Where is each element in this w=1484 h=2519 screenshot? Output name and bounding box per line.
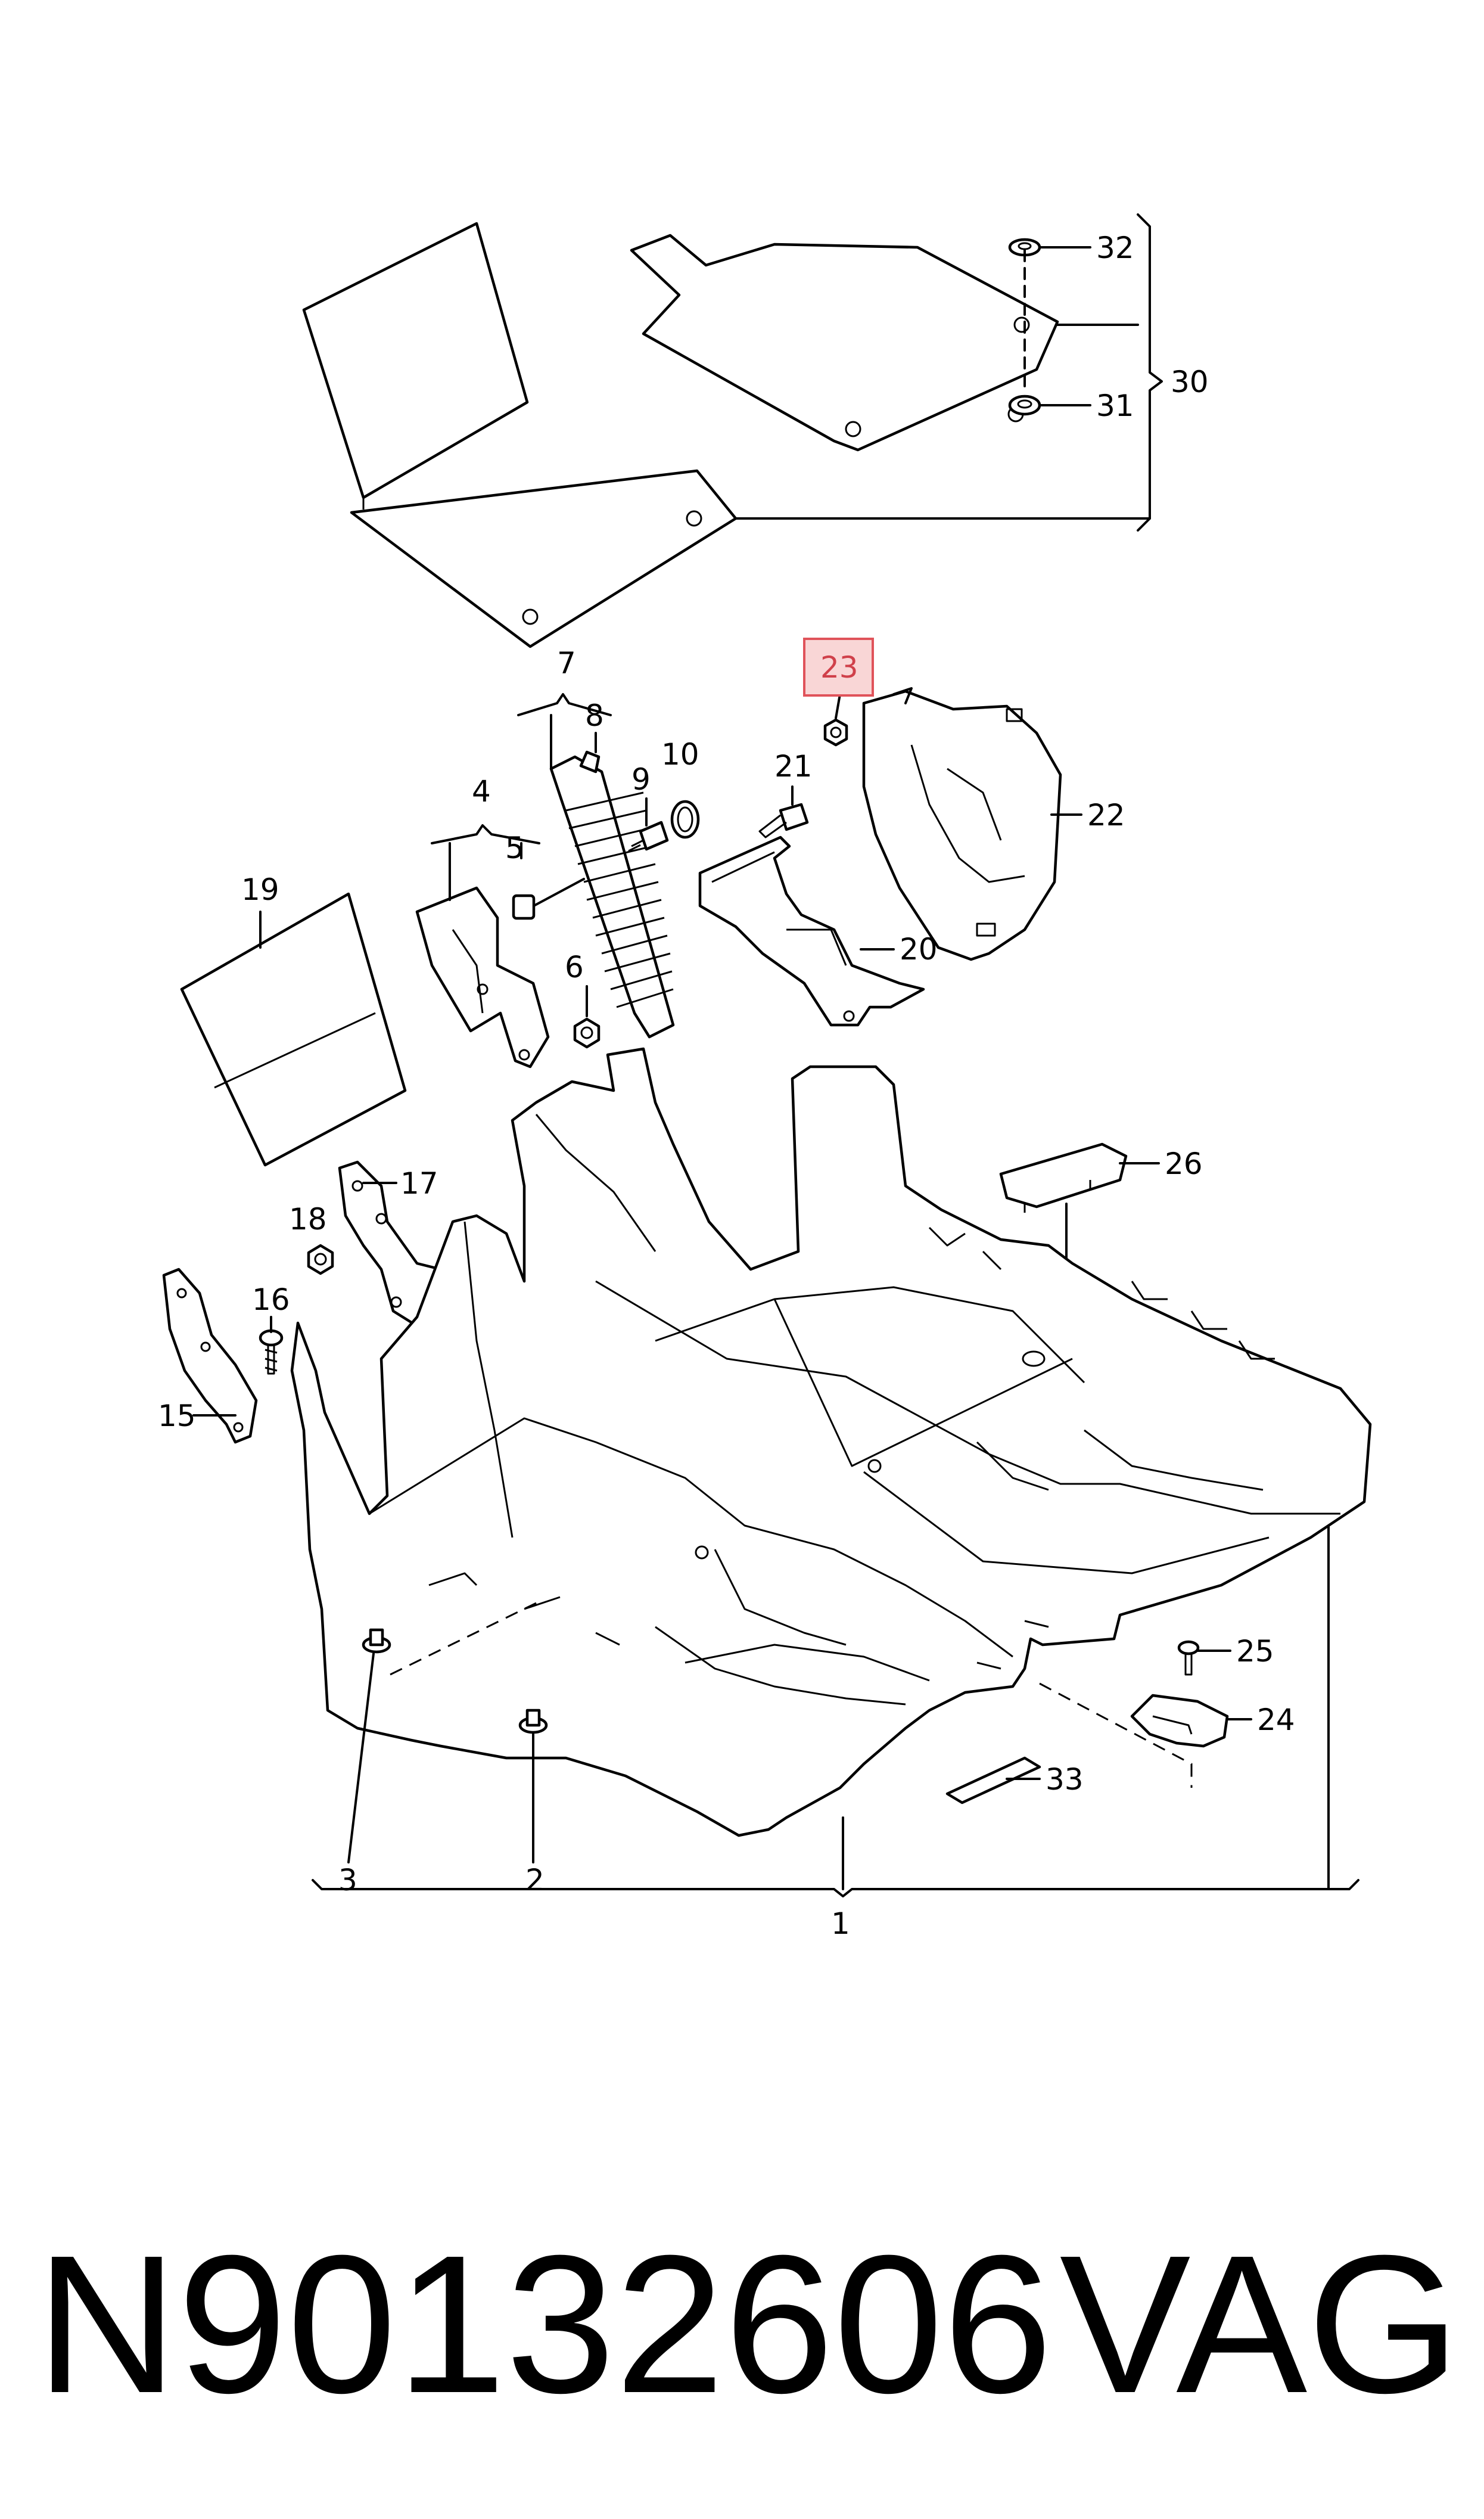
callout-33: 33 [1046,1762,1084,1797]
callout-16: 16 [252,1282,290,1317]
screw-25 [1177,1640,1231,1676]
callout-3: 3 [338,1863,357,1897]
part-number: N90132606 [36,2214,1053,2434]
rear-floor-mat [302,222,738,648]
callout-18: 18 [289,1202,327,1237]
callout-26: 26 [1165,1147,1203,1181]
part-label-footer: N90132606 VAG [0,2205,1484,2443]
bolt-21 [758,785,809,838]
callout-21: 21 [774,749,813,784]
callout-23-highlight: 23 [803,638,874,697]
callout-32: 32 [1096,231,1134,265]
bracket-15 [162,1268,258,1444]
callout-2: 2 [525,1863,545,1897]
mat-clip-31 [1008,395,1041,416]
parts-diagram: 1 2 3 4 5 6 7 8 9 10 15 16 17 18 19 20 2… [158,213,1372,1941]
callout-1: 1 [831,1906,850,1941]
callout-24: 24 [1257,1703,1295,1737]
clip-3 [347,1628,391,1863]
clip-8 [579,750,601,774]
callout-4: 4 [472,774,491,809]
callout-30: 30 [1171,365,1209,399]
callout-10: 10 [661,737,699,772]
trim-4 [415,886,550,1069]
callout-8: 8 [585,698,604,733]
nut-18 [307,1244,334,1275]
callout-25: 25 [1236,1634,1274,1669]
callout-19: 19 [241,872,279,907]
strip-33 [945,1756,1041,1804]
callout-23: 23 [820,650,858,685]
nut-6 [573,985,601,1049]
callout-20: 20 [900,932,938,967]
cover-26 [999,1142,1128,1213]
clip-5 [512,878,585,920]
screw-16 [259,1316,284,1375]
trim-strip-7 [549,755,675,1039]
callout-5: 5 [505,831,524,865]
floor-carpet-1 [290,1047,1372,1837]
bracket-20 [698,835,925,1027]
nut-23 [823,693,848,747]
callout-22: 22 [1087,798,1125,833]
clip-2 [518,1709,548,1863]
callout-9: 9 [631,762,651,797]
screw-9 [628,797,669,852]
bracket-24 [1130,1694,1229,1748]
ring-10 [670,800,700,839]
callout-6: 6 [565,950,584,984]
callout-7: 7 [557,646,576,681]
cover-22 [862,687,1062,961]
callout-15: 15 [158,1399,196,1433]
front-floor-mat [630,234,1059,452]
brand-name: VAG [1059,2214,1460,2434]
callout-17: 17 [400,1166,438,1201]
panel-19 [180,892,407,1167]
callout-31: 31 [1096,389,1134,423]
